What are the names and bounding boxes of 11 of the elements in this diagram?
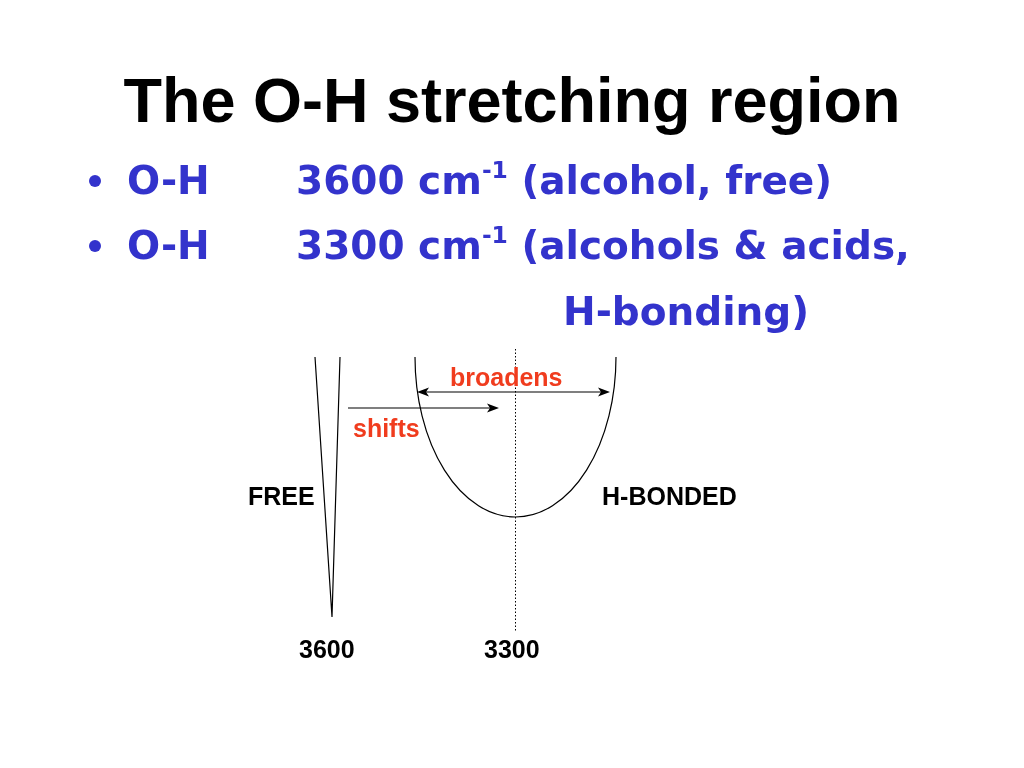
annotation-label: broadens xyxy=(450,363,563,392)
bullet-term: O-H xyxy=(127,157,210,205)
bullet-text: 3600 cm$^{-1}$ (alcohol, free) xyxy=(296,154,833,205)
wavenumber-label: 3600 xyxy=(299,635,355,664)
wavenumber-label: 3300 xyxy=(484,635,540,664)
peak-label: FREE xyxy=(248,482,315,511)
bullet-text: 3300 cm$^{-1}$ (alcohols & acids, H-bonding) xyxy=(296,219,911,336)
peak-label: H-BONDED xyxy=(602,482,737,511)
bullet-term: O-H xyxy=(127,222,210,270)
annotation-label: shifts xyxy=(353,414,420,443)
slide-title: The O-H stretching region xyxy=(123,64,901,137)
